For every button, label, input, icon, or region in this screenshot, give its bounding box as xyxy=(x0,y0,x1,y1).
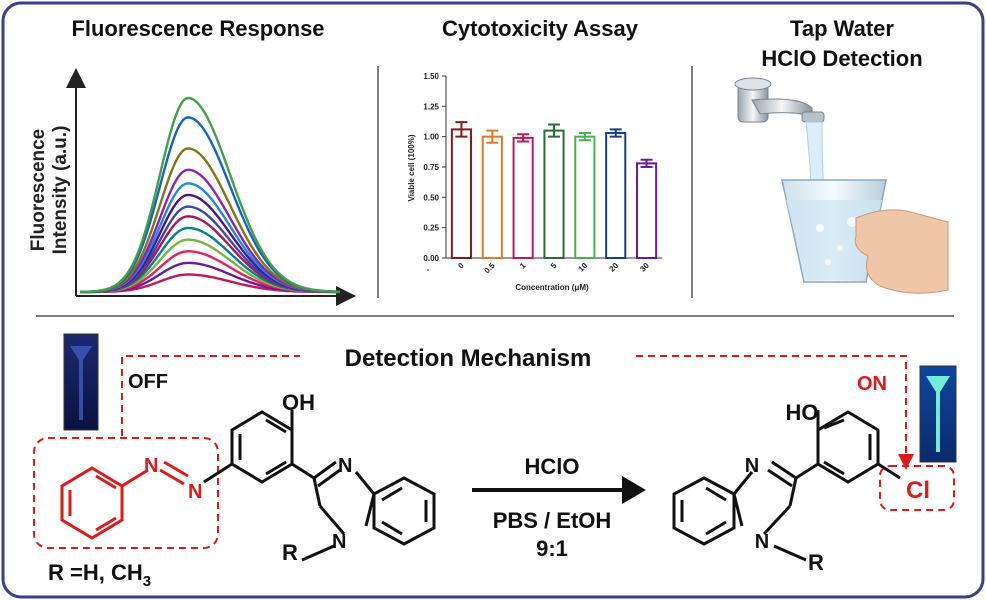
y-tick-label: 1.00 xyxy=(423,133,439,142)
ratio-label: 9:1 xyxy=(536,536,568,561)
y-tick-label: 0.00 xyxy=(423,254,439,263)
bar xyxy=(605,132,627,260)
error-bar xyxy=(517,133,530,143)
cuvette-on-icon xyxy=(919,365,957,463)
y-tick-label: 1.50 xyxy=(423,72,439,81)
azo-bond xyxy=(159,460,189,486)
hand-icon xyxy=(854,209,949,294)
nr-left-label: N xyxy=(332,531,346,553)
error-bar xyxy=(548,123,560,138)
error-bar xyxy=(455,121,468,138)
bar xyxy=(512,136,534,260)
cl-label: Cl xyxy=(906,477,930,504)
tap-water-title-line2: HClO Detection xyxy=(761,46,922,71)
azo-n1-label: N xyxy=(144,455,158,477)
bar xyxy=(450,128,472,259)
reagent-label: HClO xyxy=(525,454,580,479)
ho-right-label: HO xyxy=(786,400,819,425)
x-tick-label: 5 xyxy=(549,261,559,271)
y-tick-label: 1.25 xyxy=(423,102,439,111)
y-tick-label: 0.25 xyxy=(423,224,439,233)
chart-ylabel: Viable cell (100%) xyxy=(407,134,416,201)
phenol-ring-right xyxy=(795,410,901,484)
bar xyxy=(636,162,658,259)
cytotoxicity-title: Cytotoxicity Assay xyxy=(442,16,639,41)
imid-n-left-label: N xyxy=(338,455,352,477)
mechanism-title: Detection Mechanism xyxy=(345,345,592,372)
imidazole-right xyxy=(732,460,807,562)
right-molecule xyxy=(672,410,901,562)
benzo-ring-right xyxy=(672,476,736,546)
cl-highlight-box xyxy=(879,465,955,511)
azo-n2-label: N xyxy=(188,481,202,503)
fluorescence-title: Fluorescence Response xyxy=(71,16,324,41)
fluorescence-ylabel-line1: Fluorescence xyxy=(28,129,49,252)
fluorescence-ylabel-line2: Intensity (a.u.) xyxy=(50,126,71,255)
faucet-icon xyxy=(734,77,825,123)
y-tick-label: 0.75 xyxy=(423,163,439,172)
chart-extra-tick: - xyxy=(427,265,430,274)
tap-water-title-line1: Tap Water xyxy=(790,16,894,41)
error-bar xyxy=(578,132,591,142)
phenol-ring-left xyxy=(203,410,315,484)
error-bar xyxy=(486,129,499,144)
x-tick-label: 1 xyxy=(518,261,528,271)
bar xyxy=(481,135,503,260)
oh-left-label: OH xyxy=(282,390,315,415)
on-label: ON xyxy=(857,373,887,395)
fluorescence-curve xyxy=(80,96,340,294)
r-definition: R =H, CH3 xyxy=(48,560,151,590)
left-molecule xyxy=(60,410,436,562)
azo-highlight-box xyxy=(33,437,219,549)
reaction-arrowhead xyxy=(622,476,646,504)
y-tick-label: 0.50 xyxy=(423,193,439,202)
mechanism-dashed-connector xyxy=(121,355,914,470)
nr-right-label: N xyxy=(755,531,769,553)
bar xyxy=(543,129,565,260)
error-bar xyxy=(609,128,622,138)
chart-xlabel: Concentration (μM) xyxy=(515,283,589,292)
benzo-ring-left xyxy=(372,476,436,546)
solvent-label: PBS / EtOH xyxy=(493,508,612,533)
fluorescence-axes xyxy=(66,68,356,306)
cuvette-off-icon xyxy=(63,333,99,431)
x-tick-label: 0 xyxy=(456,261,466,271)
r-left-label: R xyxy=(282,540,298,565)
bar xyxy=(574,135,596,260)
faucet-glass-illustration xyxy=(734,77,949,294)
r-right-label: R xyxy=(808,550,824,575)
imid-n-right-label: N xyxy=(745,455,759,477)
phenyl-ring-left xyxy=(60,466,149,540)
error-bar xyxy=(640,158,653,168)
off-label: OFF xyxy=(128,371,168,393)
fluorescence-curves xyxy=(79,96,341,294)
